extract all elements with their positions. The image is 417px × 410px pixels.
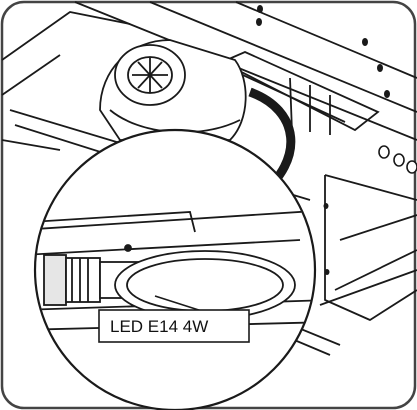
lamp-recess [219,51,380,135]
hood-housing [1,1,417,356]
screw-holes [256,5,390,275]
lamp-spec-callout: LED E14 4W [98,309,250,343]
side-bolts [378,145,417,174]
lamp-spec-label: LED E14 4W [110,317,208,336]
blower-fan [99,39,247,141]
